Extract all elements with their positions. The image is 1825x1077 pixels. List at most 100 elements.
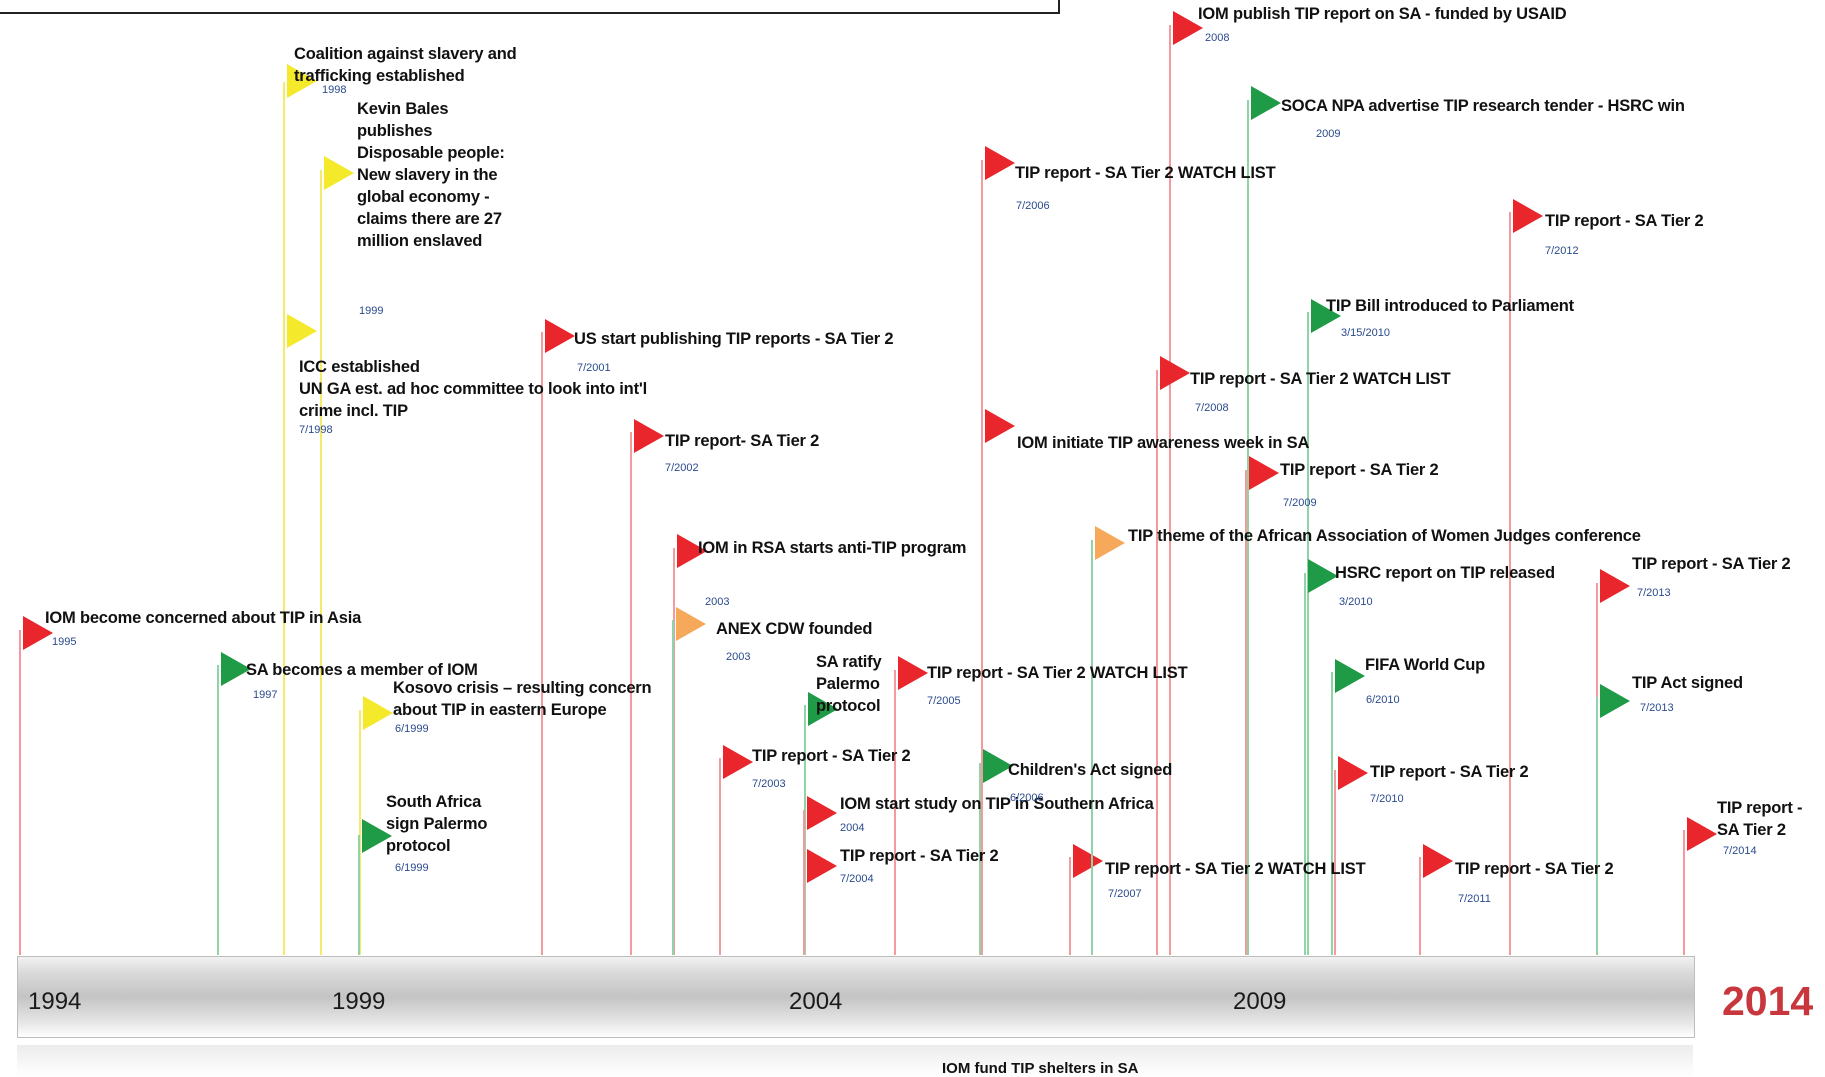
event-flag-icon-sa-ratify bbox=[808, 692, 838, 726]
event-date-tip-2011: 7/2011 bbox=[1458, 893, 1491, 905]
event-date-tip-2006: 7/2006 bbox=[1016, 200, 1050, 212]
year-label-end: 2014 bbox=[1722, 978, 1814, 1024]
event-date-coalition: 1998 bbox=[322, 84, 347, 96]
event-date-tip-2005: 7/2005 bbox=[927, 695, 961, 707]
event-date-tip-2008: 7/2008 bbox=[1195, 402, 1229, 414]
event-title-sa-sign: South Africa sign Palermo protocol bbox=[386, 793, 488, 855]
event-date-soca: 2009 bbox=[1316, 128, 1341, 140]
event-title-tip-2005: TIP report - SA Tier 2 WATCH LIST bbox=[927, 664, 1188, 682]
event-title-tip-2011: TIP report - SA Tier 2 bbox=[1455, 860, 1614, 878]
event-flag-icon-tip-2011 bbox=[1423, 844, 1453, 878]
event-date-fifa: 6/2010 bbox=[1366, 694, 1400, 706]
event-date-iom-rsa: 2003 bbox=[705, 596, 730, 608]
event-flag-icon-tip-act bbox=[1600, 684, 1630, 718]
event-date-tip-2003: 7/2003 bbox=[752, 778, 786, 790]
event-flag-icon-fifa bbox=[1335, 659, 1365, 693]
event-title-tip-2014: TIP report - SA Tier 2 bbox=[1717, 799, 1803, 839]
event-flag-icon-iom-rsa bbox=[677, 534, 707, 568]
event-title-iom-concern: IOM become concerned about TIP in Asia bbox=[45, 609, 362, 627]
event-date-icc: 7/1998 bbox=[299, 424, 333, 436]
event-title-tip-bill: TIP Bill introduced to Parliament bbox=[1326, 297, 1574, 315]
event-date-iom-study: 2004 bbox=[840, 822, 865, 834]
event-flag-icon-iom-concern bbox=[23, 616, 53, 650]
event-date-sa-member: 1997 bbox=[253, 689, 278, 701]
event-title-childrens-act: Children's Act signed bbox=[1008, 761, 1173, 779]
event-title-fifa: FIFA World Cup bbox=[1365, 656, 1486, 674]
event-flag-icon-tip-2008 bbox=[1160, 356, 1190, 390]
event-title-iom-study: IOM start study on TIP in Southern Afric… bbox=[840, 795, 1154, 813]
event-title-tip-2006: TIP report - SA Tier 2 WATCH LIST bbox=[1015, 164, 1276, 182]
event-date-tip-2012: 7/2012 bbox=[1545, 245, 1579, 257]
event-date-tip-2013: 7/2013 bbox=[1637, 587, 1671, 599]
event-date-tip-2007: 7/2007 bbox=[1108, 888, 1142, 900]
event-date-tip-act: 7/2013 bbox=[1640, 702, 1674, 714]
event-title-kosovo: Kosovo crisis – resulting concern about … bbox=[393, 679, 652, 719]
event-title-tip-act: TIP Act signed bbox=[1632, 674, 1743, 692]
event-flag-icon-bales bbox=[324, 156, 354, 190]
event-title-tip-2007: TIP report - SA Tier 2 WATCH LIST bbox=[1105, 860, 1366, 878]
event-flag-icon-tip-2004 bbox=[807, 849, 837, 883]
event-date-childrens-act: 6/2006 bbox=[1010, 792, 1044, 804]
event-flag-icon-us-start bbox=[545, 319, 575, 353]
event-date-kosovo: 6/1999 bbox=[395, 723, 429, 735]
event-flag-icon-sa-member bbox=[221, 652, 251, 686]
event-flag-icon-tip-bill bbox=[1311, 299, 1341, 333]
event-flag-icon-iom-publish bbox=[1173, 11, 1203, 45]
event-flag-icon-tip-2006 bbox=[985, 146, 1015, 180]
event-title-tip-2008: TIP report - SA Tier 2 WATCH LIST bbox=[1190, 370, 1451, 388]
event-flag-icon-iom-study bbox=[807, 796, 837, 830]
event-title-sa-member: SA becomes a member of IOM bbox=[246, 661, 478, 679]
event-flag-icon-soca bbox=[1251, 86, 1281, 120]
event-date-tip-2009: 7/2009 bbox=[1283, 497, 1317, 509]
event-title-iom-rsa: IOM in RSA starts anti-TIP program bbox=[698, 539, 967, 557]
event-title-hsrc: HSRC report on TIP released bbox=[1335, 564, 1555, 582]
event-flag-icon-icc bbox=[287, 314, 317, 348]
event-flag-icon-tip-2012 bbox=[1513, 199, 1543, 233]
year-label-1999: 1999 bbox=[332, 988, 386, 1015]
event-flag-icon-anex bbox=[676, 607, 706, 641]
year-label-1994: 1994 bbox=[28, 988, 82, 1015]
event-title-tip-2009: TIP report - SA Tier 2 bbox=[1280, 461, 1439, 479]
year-label-2009: 2009 bbox=[1233, 988, 1287, 1015]
event-title-icc: ICC established UN GA est. ad hoc commit… bbox=[299, 358, 647, 420]
event-flag-icon-tip-2007 bbox=[1073, 844, 1103, 878]
event-flag-icon-tip-2013 bbox=[1600, 569, 1630, 603]
event-date-tip-bill: 3/15/2010 bbox=[1341, 327, 1390, 339]
event-flag-icon-tip-2005 bbox=[898, 656, 928, 690]
event-title-tip-2004: TIP report - SA Tier 2 bbox=[840, 847, 999, 865]
event-date-us-start: 7/2001 bbox=[577, 362, 611, 374]
event-title-iom-awareness: IOM initiate TIP awareness week in SA bbox=[1017, 434, 1310, 452]
event-flag-icon-sa-sign bbox=[362, 819, 392, 853]
event-flag-icon-judges bbox=[1095, 526, 1125, 560]
event-title-soca: SOCA NPA advertise TIP research tender -… bbox=[1281, 97, 1685, 115]
top-frame bbox=[0, 0, 1060, 14]
event-date-iom-concern: 1995 bbox=[52, 636, 77, 648]
event-flag-icon-tip-2003 bbox=[723, 745, 753, 779]
event-title-us-start: US start publishing TIP reports - SA Tie… bbox=[574, 330, 894, 348]
event-title-tip-2012: TIP report - SA Tier 2 bbox=[1545, 212, 1704, 230]
event-date-tip-2004: 7/2004 bbox=[840, 873, 874, 885]
event-date-iom-publish: 2008 bbox=[1205, 32, 1230, 44]
event-title-tip-2003: TIP report - SA Tier 2 bbox=[752, 747, 911, 765]
event-title-tip-2013: TIP report - SA Tier 2 bbox=[1632, 555, 1791, 573]
event-date-tip-2014: 7/2014 bbox=[1723, 845, 1757, 857]
event-title-tip-2002: TIP report- SA Tier 2 bbox=[665, 432, 820, 450]
event-flag-icon-hsrc bbox=[1308, 559, 1338, 593]
event-flag-icon-kosovo bbox=[363, 696, 393, 730]
event-title-sa-ratify: SA ratify Palermo protocol bbox=[816, 653, 882, 715]
event-flag-icon-coalition bbox=[287, 64, 317, 98]
shelter-bar bbox=[17, 1045, 1693, 1077]
event-flag-icon-tip-2009 bbox=[1249, 456, 1279, 490]
event-flag-icon-tip-2002 bbox=[634, 419, 664, 453]
event-title-coalition: Coalition against slavery and traffickin… bbox=[294, 45, 517, 85]
event-flag-icon-iom-awareness bbox=[985, 409, 1015, 443]
event-date-hsrc: 3/2010 bbox=[1339, 596, 1373, 608]
event-date-tip-2002: 7/2002 bbox=[665, 462, 699, 474]
event-title-judges: TIP theme of the African Association of … bbox=[1128, 527, 1641, 545]
event-flag-icon-tip-2010 bbox=[1338, 756, 1368, 790]
event-date-tip-2010: 7/2010 bbox=[1370, 793, 1404, 805]
event-title-anex: ANEX CDW founded bbox=[716, 620, 873, 638]
event-title-iom-publish: IOM publish TIP report on SA - funded by… bbox=[1198, 5, 1567, 23]
